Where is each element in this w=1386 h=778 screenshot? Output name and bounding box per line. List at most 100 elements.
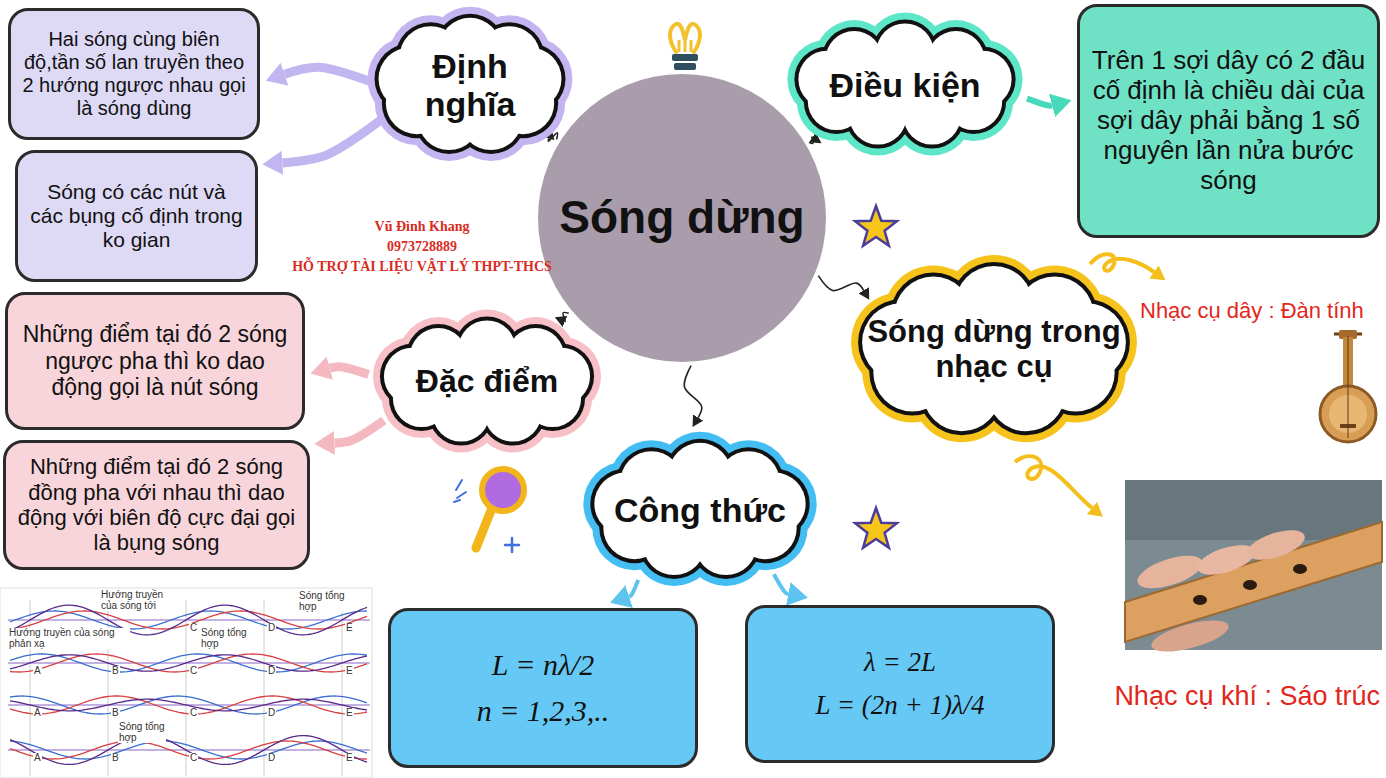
cloud-layer xyxy=(858,262,1130,435)
definition-box: Hai sóng cùng biên độ,tần số lan truyền … xyxy=(8,8,260,140)
star-icon xyxy=(855,206,897,246)
point-letter: E xyxy=(345,753,354,764)
box-text: Những điểm tại đó 2 sóng ngược pha thì k… xyxy=(18,321,292,400)
finger xyxy=(1244,524,1308,565)
point-letter: B xyxy=(111,753,120,764)
leaf-arrow xyxy=(282,120,380,163)
point-letter: B xyxy=(111,666,120,677)
cloud-layer xyxy=(375,14,566,154)
point-letter: D xyxy=(267,666,276,677)
magnifier-icon xyxy=(454,469,524,552)
circle-fill xyxy=(538,74,826,362)
instrument-peg xyxy=(1334,333,1362,336)
photo-shade xyxy=(1125,480,1382,540)
topic-title: Sóng dừng trong nhạc cụ xyxy=(863,315,1125,384)
cloud-layer xyxy=(590,439,809,579)
leaf-arrow xyxy=(1027,99,1052,106)
branch-connector xyxy=(818,276,863,291)
point-letter: D xyxy=(267,708,276,719)
thumb xyxy=(1148,614,1231,658)
instrument-caption: Nhạc cụ dây : Đàn tính xyxy=(1140,298,1364,324)
standing-wave-illustration xyxy=(0,588,372,778)
branch-connector xyxy=(684,366,702,418)
leaf-arrow xyxy=(774,574,788,594)
resultant-wave xyxy=(10,736,367,765)
photo-background xyxy=(1125,480,1382,650)
lightbulb-icon xyxy=(670,24,700,70)
illustration-ground xyxy=(0,588,372,778)
cloud-layer xyxy=(594,443,805,575)
cloud-layer xyxy=(380,316,594,445)
flute-hole xyxy=(1193,595,1207,605)
flute-hole xyxy=(1293,564,1307,574)
finger xyxy=(1134,549,1207,595)
feature-box: Những điểm tại đó 2 sóng ngược pha thì k… xyxy=(5,292,305,430)
decor-arrow xyxy=(1090,254,1154,272)
leaf-arrow xyxy=(285,67,371,81)
formula-text: L = (2n + 1)λ/4 xyxy=(815,690,984,721)
formula-box: λ = 2L L = (2n + 1)λ/4 xyxy=(745,605,1055,763)
box-text: Những điểm tại đó 2 sóng đồng pha với nh… xyxy=(16,454,297,555)
point-letter: C xyxy=(189,753,198,764)
definition-box: Sóng có các nút và các bụng cố định tron… xyxy=(15,150,258,282)
box-text: Hai sóng cùng biên độ,tần số lan truyền … xyxy=(21,28,247,120)
lightbulb-base xyxy=(674,63,696,70)
point-letter: A xyxy=(33,708,42,719)
flute-hole xyxy=(1243,580,1257,590)
formula-text: n = 1,2,3,.. xyxy=(477,694,610,729)
wave-annotation: Sóng tổng hợp xyxy=(298,591,346,612)
point-letter: A xyxy=(33,666,42,677)
instrument-caption: Nhạc cụ khí : Sáo trúc xyxy=(1114,680,1380,712)
wave-axis xyxy=(8,749,370,750)
formula-text: L = nλ/2 xyxy=(492,648,595,683)
formula-text: λ = 2L xyxy=(864,647,936,678)
point-letter: E xyxy=(345,666,354,677)
lightbulb-base xyxy=(672,54,698,61)
wave-axis xyxy=(8,619,370,620)
cloud-layer xyxy=(787,12,1022,155)
condition-box: Trên 1 sợi dây có 2 đầu cố định là chiều… xyxy=(1077,4,1380,238)
point-letter: C xyxy=(189,623,198,634)
box-text: Sóng có các nút và các bụng cố định tron… xyxy=(28,180,245,252)
point-letter: D xyxy=(267,623,276,634)
cloud-layer xyxy=(794,19,1015,148)
watermark-text: 0973728889 xyxy=(387,239,457,256)
leaf-arrow xyxy=(334,420,383,443)
sao-truc-photo xyxy=(1125,480,1382,658)
point-letter: B xyxy=(111,708,120,719)
leaf-arrow xyxy=(330,367,369,375)
topic-cloud: Sóng dừng trong nhạc cụ xyxy=(863,275,1125,425)
sparkle xyxy=(505,538,519,552)
star-icon xyxy=(855,508,897,548)
flute-tube xyxy=(1125,522,1382,642)
branch-connector xyxy=(563,312,569,321)
feature-box: Những điểm tại đó 2 sóng đồng pha với nh… xyxy=(3,440,310,570)
topic-title: Công thức xyxy=(614,491,786,529)
finger xyxy=(1194,539,1258,580)
watermark-text: Vũ Đình Khang xyxy=(375,219,470,236)
lightbulb-glass xyxy=(670,24,700,52)
point-letter: D xyxy=(267,753,276,764)
formula-box: L = nλ/2 n = 1,2,3,.. xyxy=(388,608,698,768)
branch-connector xyxy=(809,137,813,144)
topic-cloud: Điều kiện xyxy=(795,30,1015,140)
sparkle xyxy=(454,480,466,502)
magnifier-handle xyxy=(476,508,492,548)
lightbulb-filament xyxy=(679,36,691,52)
instrument-string xyxy=(1348,336,1349,438)
leaf-arrow xyxy=(629,580,638,597)
topic-cloud: Định nghĩa xyxy=(385,25,555,145)
point-letter: A xyxy=(33,753,42,764)
topic-title: Sóng dừng xyxy=(559,192,804,244)
wave-annotation: Hướng truyền của sóng tới xyxy=(100,590,180,611)
topic-cloud: Đặc điểm xyxy=(382,327,592,437)
magnifier-lens xyxy=(482,469,524,511)
point-letter: C xyxy=(189,666,198,677)
topic-title: Điều kiện xyxy=(829,66,980,104)
wave-annotation: Sóng tổng hợp xyxy=(200,628,248,649)
point-letter: E xyxy=(345,708,354,719)
topic-title: Định nghĩa xyxy=(385,47,555,123)
point-letter: E xyxy=(345,623,354,634)
cloud-layer xyxy=(384,320,590,441)
box-text: Trên 1 sợi dây có 2 đầu cố định là chiều… xyxy=(1090,46,1367,195)
